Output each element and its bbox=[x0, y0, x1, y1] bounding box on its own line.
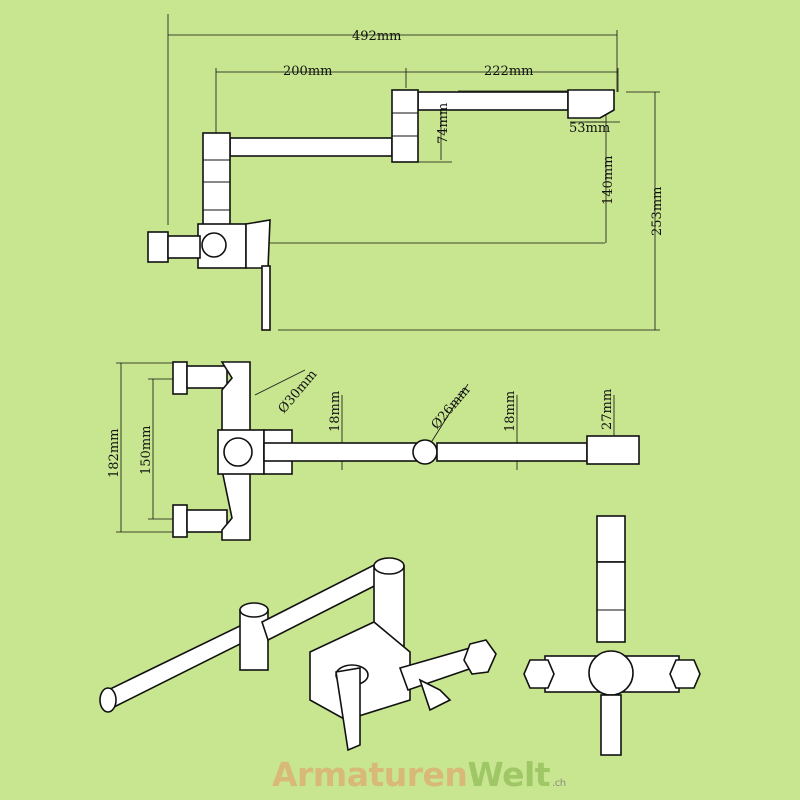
inlet-nut-top bbox=[172, 361, 188, 395]
perspective-view bbox=[99, 557, 497, 752]
side-body bbox=[588, 650, 634, 696]
side-column bbox=[596, 561, 626, 643]
dim-overall-width: 492mm bbox=[352, 29, 401, 44]
dim-spout-length: 53mm bbox=[569, 121, 610, 136]
dim-spout-height: 140mm bbox=[601, 156, 616, 205]
inlet-nut-bottom bbox=[172, 504, 188, 538]
side-lever bbox=[600, 694, 622, 756]
spout bbox=[567, 89, 615, 119]
logo-part1: Armaturen bbox=[272, 755, 468, 794]
top-view: 182mm 150mm Ø30mm Ø26mm 18mm 18mm 27mm bbox=[107, 361, 640, 541]
dim-body-diameter: Ø30mm bbox=[276, 367, 321, 416]
logo-part2: Welt bbox=[467, 755, 551, 794]
dim-arm-diameter-2: 18mm bbox=[503, 391, 518, 432]
front-view: 492mm 200mm 222mm 53mm 74mm 140mm 253mm bbox=[147, 14, 665, 331]
inlet-pipe-bottom bbox=[221, 469, 251, 541]
inlet-nut bbox=[147, 231, 169, 263]
dim-arm-segment-2: 222mm bbox=[484, 64, 533, 79]
side-inlet-nut-left bbox=[523, 659, 555, 689]
dim-overall-height: 253mm bbox=[650, 187, 665, 236]
dim-inlet-spacing-min: 150mm bbox=[139, 426, 154, 475]
arm-1-top bbox=[263, 442, 425, 462]
spout-top bbox=[586, 435, 640, 465]
side-top-cap bbox=[596, 515, 626, 563]
logo-suffix: .ch bbox=[552, 778, 566, 789]
brand-logo: ArmaturenWelt.ch bbox=[272, 758, 566, 791]
perspective-arm-lower bbox=[102, 620, 258, 710]
joint-top bbox=[412, 439, 438, 465]
dim-joint-diameter: Ø26mm bbox=[429, 383, 474, 432]
handle bbox=[245, 219, 271, 269]
dim-inlet-spacing-max: 182mm bbox=[107, 429, 122, 478]
arm-joint bbox=[391, 89, 419, 163]
lower-arm bbox=[229, 137, 393, 157]
side-inlet-nut-right bbox=[669, 659, 701, 689]
perspective-inlet-nut bbox=[463, 639, 497, 675]
arm-2-top bbox=[436, 442, 588, 462]
side-view bbox=[523, 515, 701, 756]
dim-arm-segment-1: 200mm bbox=[283, 64, 332, 79]
dim-spout-diameter: 27mm bbox=[600, 389, 615, 430]
perspective-lever bbox=[335, 667, 361, 752]
lever bbox=[261, 265, 271, 331]
dim-joint-height: 74mm bbox=[436, 103, 451, 144]
perspective-joint-left bbox=[239, 609, 269, 671]
dim-arm-diameter-1: 18mm bbox=[328, 391, 343, 432]
